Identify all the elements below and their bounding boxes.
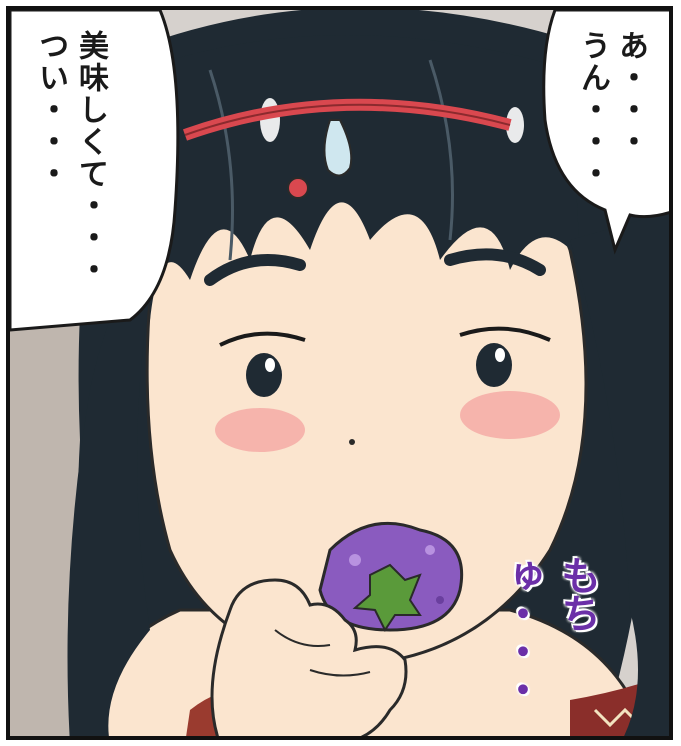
blush-left <box>215 408 305 452</box>
eye-left <box>219 331 306 397</box>
hair-bangs <box>140 35 580 320</box>
hand <box>210 578 408 736</box>
manga-illustration <box>10 10 669 736</box>
hair-left-strand <box>67 240 160 736</box>
headband-bead <box>287 177 309 199</box>
speech-bubble-right <box>542 10 669 255</box>
speech-bubble-left <box>10 10 180 332</box>
speech-text-left-line2: つい・・・ <box>33 30 68 190</box>
eyebrow-left <box>204 254 306 286</box>
headband-gem <box>323 119 353 177</box>
mochi <box>318 521 464 632</box>
sound-effect-text: もちゅ・・・ <box>496 555 600 707</box>
hair-right-strand <box>570 212 669 736</box>
eye-right <box>459 326 551 387</box>
eyebrow-right <box>444 248 546 276</box>
leaf-icon <box>352 563 422 632</box>
manga-panel: 美味しくて・・・ つい・・・ あ・・・ うん・・・ もちゅ・・・ <box>6 6 673 740</box>
speech-text-right-line1: あ・・・ <box>613 30 648 158</box>
speech-text-right-line2: うん・・・ <box>575 30 610 190</box>
blush-right <box>460 391 560 439</box>
speech-text-left-line1: 美味しくて・・・ <box>73 30 108 286</box>
nose <box>349 439 355 445</box>
